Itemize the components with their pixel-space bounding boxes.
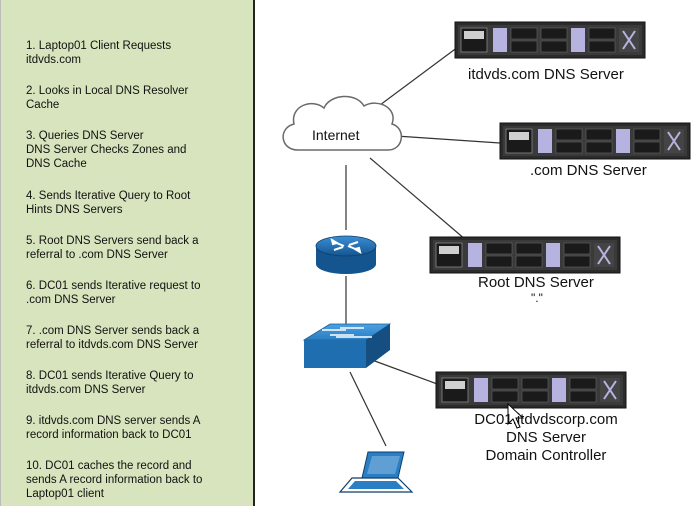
internet-label: Internet	[312, 127, 360, 143]
server-icon	[435, 371, 627, 409]
step-1: 1. Laptop01 Client Requests itdvds.com	[26, 40, 172, 66]
switch-icon	[302, 323, 392, 368]
link-internet-itdvds	[379, 43, 463, 106]
server-icon	[454, 21, 646, 59]
server-dc01-label-3: Domain Controller	[485, 447, 607, 464]
step-6: 6. DC01 sends Iterative request to .com …	[26, 280, 201, 306]
server-root-label: Root DNS Server	[478, 274, 594, 291]
router-icon	[315, 235, 377, 274]
server-icon	[429, 236, 621, 274]
server-itdvds	[454, 21, 646, 59]
steps-panel: 1. Laptop01 Client Requests itdvds.com 2…	[0, 0, 255, 506]
connection-lines	[345, 43, 501, 447]
server-itdvds-label: itdvds.com DNS Server	[468, 66, 624, 83]
server-dc01-label-2: DNS Server	[505, 429, 587, 446]
server-icon	[499, 122, 691, 160]
server-root	[429, 236, 621, 274]
step-5: 5. Root DNS Servers send back a referral…	[26, 235, 199, 261]
server-com-label: .com DNS Server	[530, 162, 647, 179]
link-internet-root	[369, 157, 467, 241]
laptop-icon	[338, 451, 414, 493]
step-7: 7. .com DNS Server sends back a referral…	[26, 325, 200, 351]
link-switch-laptop	[349, 371, 387, 447]
link-internet-com	[395, 135, 501, 144]
link-switch-dc01	[371, 359, 441, 386]
step-8: 8. DC01 sends Iterative Query to itdvds.…	[26, 370, 194, 396]
server-root-sublabel: "."	[531, 291, 543, 305]
step-9: 9. itdvds.com DNS server sends A record …	[26, 415, 201, 441]
server-dc01-label-1: DC01.itdvdscorp.com	[474, 411, 618, 428]
server-dc01	[435, 371, 627, 409]
cursor-icon	[507, 402, 525, 429]
cloud-icon	[282, 95, 402, 151]
step-2: 2. Looks in Local DNS Resolver Cache	[26, 85, 189, 111]
server-com	[499, 122, 691, 160]
step-4: 4. Sends Iterative Query to Root Hints D…	[26, 190, 191, 216]
step-3: 3. Queries DNS Server DNS Server Checks …	[26, 130, 187, 170]
step-10: 10. DC01 caches the record and sends A r…	[26, 460, 203, 500]
